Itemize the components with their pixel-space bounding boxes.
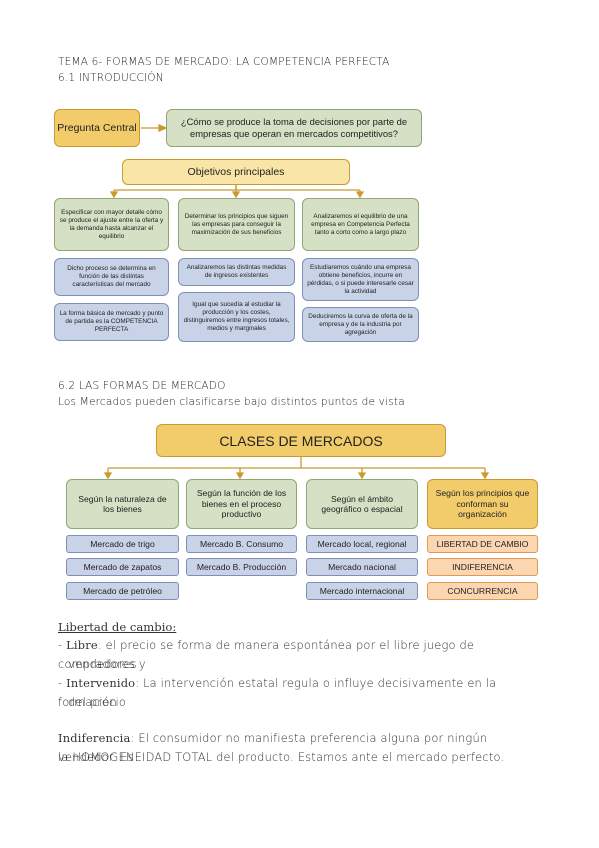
category-geographic: Según el ámbito geográfico o espacial (306, 479, 418, 529)
indiferencia-note: Indiferencia: El consumidor no manifiest… (58, 729, 548, 767)
objective-col3-detail-1: Estudiaremos cuándo una empresa obtiene … (302, 258, 419, 301)
central-question-box: ¿Cómo se produce la toma de decisiones p… (166, 109, 422, 147)
central-question-label-text: Pregunta Central (57, 121, 137, 134)
page-title: TEMA 6- FORMAS DE MERCADO: LA COMPETENCI… (58, 56, 390, 68)
central-question-label: Pregunta Central (54, 109, 140, 147)
indiferencia-text: : El consumidor no manifiesta preferenci… (58, 731, 488, 764)
market-classes-title-text: CLASES DE MERCADOS (219, 432, 383, 449)
market-item: Mercado internacional (306, 582, 418, 600)
organization-item: LIBERTAD DE CAMBIO (427, 535, 538, 553)
central-question-text: ¿Cómo se produce la toma de decisiones p… (180, 116, 408, 139)
libre-note: - Libre: el precio se forma de manera es… (58, 638, 475, 671)
objective-col1-main: Especificar con mayor detalle cómo se pr… (54, 198, 169, 251)
category-function: Según la función de los bienes en el pro… (186, 479, 297, 529)
indiferencia-term: Indiferencia (58, 731, 131, 745)
market-item: Mercado de trigo (66, 535, 179, 553)
market-item: Mercado de petróleo (66, 582, 179, 600)
objectives-header-text: Objetivos principales (187, 166, 285, 178)
intervenido-text: : La intervención estatal regula o influ… (58, 676, 497, 709)
objective-col2-detail-1: Analizaremos las distintas medidas de in… (178, 258, 295, 286)
organization-item: INDIFERENCIA (427, 558, 538, 576)
market-item: Mercado B. Producción (186, 558, 297, 576)
section-heading-intro: 6.1 INTRODUCCIÓN (58, 72, 164, 84)
objective-col2-main: Determinar los principios que siguen las… (178, 198, 295, 251)
organization-item: CONCURRENCIA (427, 582, 538, 600)
libertad-heading: Libertad de cambio: (58, 620, 177, 634)
objective-col2-detail-2: Igual que sucedía al estudiar la producc… (178, 292, 295, 342)
objective-col3-detail-2: Deduciremos la curva de oferta de la emp… (302, 307, 419, 342)
libre-term: Libre (66, 638, 98, 652)
intervenido-term: Intervenido (66, 676, 136, 690)
objective-col1-detail-2: La forma básica de mercado y punto de pa… (54, 303, 169, 341)
objectives-header: Objetivos principales (122, 159, 350, 185)
libre-note-cont: vendedores (68, 657, 137, 671)
category-nature: Según la naturaleza de los bienes (66, 479, 179, 529)
market-classes-title: CLASES DE MERCADOS (156, 424, 446, 457)
objective-col1-detail-1: Dicho proceso se determina en función de… (54, 258, 169, 296)
market-item: Mercado local, regional (306, 535, 418, 553)
libre-text: : el precio se forma de manera espontáne… (58, 638, 475, 671)
section-heading-forms: 6.2 LAS FORMAS DE MERCADO (58, 380, 226, 392)
market-item: Mercado nacional (306, 558, 418, 576)
intervenido-note-cont: del precio (68, 695, 127, 709)
market-item: Mercado de zapatos (66, 558, 179, 576)
section-subtitle: Los Mercados pueden clasificarse bajo di… (58, 396, 405, 408)
intervenido-note: - Intervenido: La intervención estatal r… (58, 676, 497, 709)
objective-col3-main: Analizaremos el equilibrio de una empres… (302, 198, 419, 251)
market-item: Mercado B. Consumo (186, 535, 297, 553)
indiferencia-note-cont: la HOMOGENEIDAD TOTAL del producto. Esta… (58, 750, 505, 764)
category-organization: Según los principios que conforman su or… (427, 479, 538, 529)
